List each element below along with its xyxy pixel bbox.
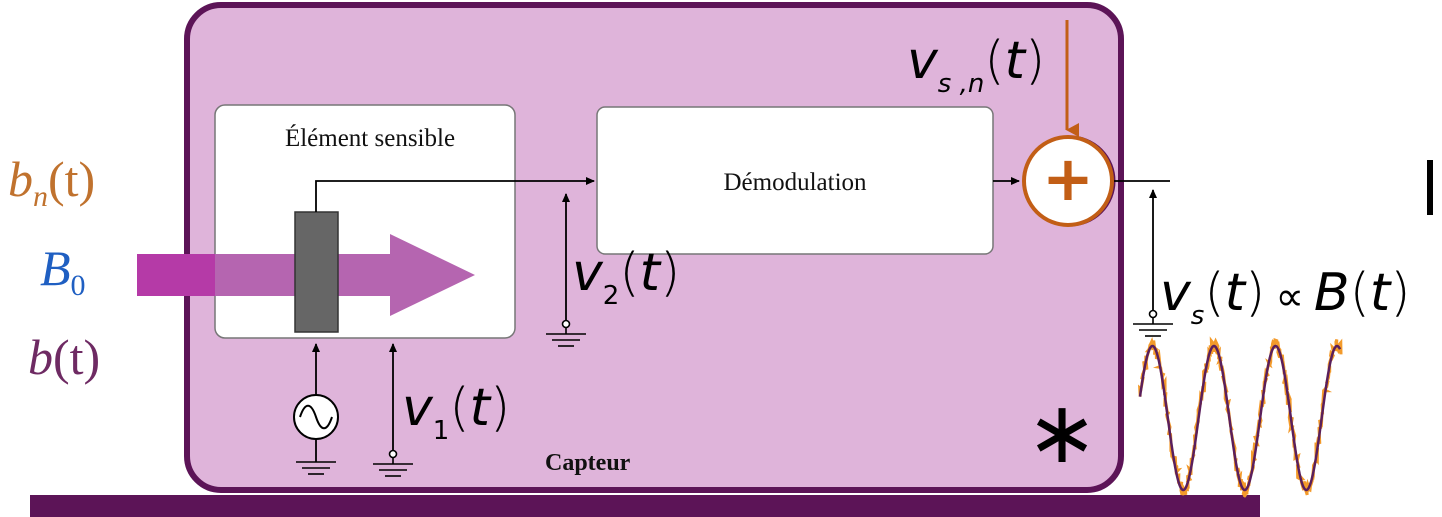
asterisk-symbol: ∗ [1026, 383, 1098, 483]
static-field-label: B0 [40, 240, 86, 302]
ground-source [296, 461, 336, 475]
field-arrow-tail [137, 254, 217, 296]
wire-element-to-demod [315, 177, 595, 212]
v2-label: v2(t) [572, 243, 680, 311]
sensing-element-core [294, 211, 339, 333]
signal-field-label: b(t) [28, 329, 100, 385]
vsn-label: vs ,n(t) [907, 31, 1045, 99]
edge-bar [1427, 160, 1433, 215]
noise-waveform [1138, 336, 1343, 498]
sum-circle [1022, 135, 1114, 227]
bottom-bar [30, 495, 1260, 517]
sensing-element-label: Élément sensible [285, 124, 455, 152]
v1-label: v1(t) [402, 378, 510, 446]
field-arrow [215, 234, 475, 316]
ground-v2 [546, 319, 586, 347]
vs-label: vs(t)∝B(t) [1160, 263, 1411, 331]
capteur-label: Capteur [545, 450, 631, 476]
ground-output [1133, 309, 1173, 337]
output-waveform [1138, 336, 1343, 498]
noise-field-label: bn(t) [8, 151, 95, 213]
ground-v1 [373, 449, 413, 477]
sum-symbol: + [1042, 142, 1094, 215]
clean-waveform [1138, 344, 1342, 492]
demodulation-label: Démodulation [723, 169, 867, 196]
sine-icon [299, 404, 333, 430]
